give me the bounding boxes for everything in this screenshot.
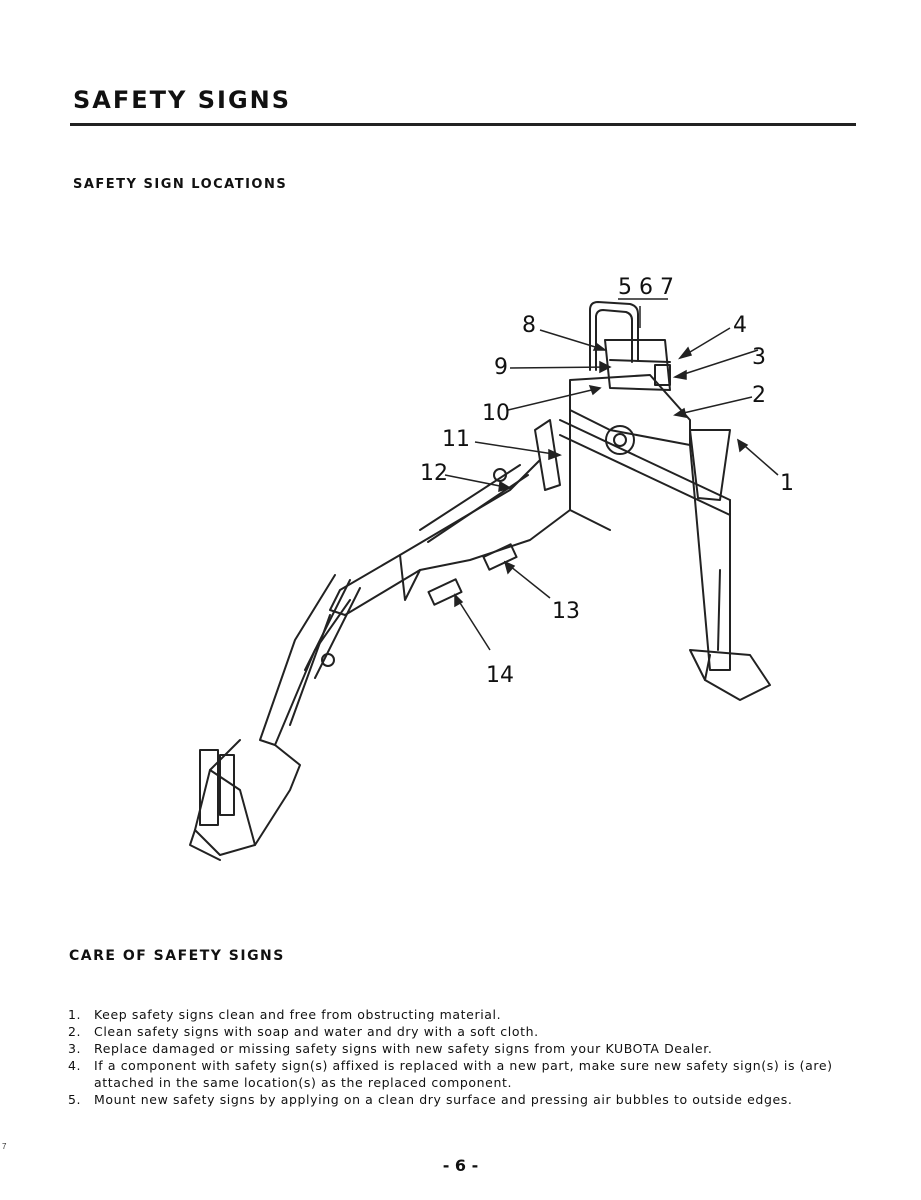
bucket [194,739,301,856]
list-item-number: 4. [68,1058,82,1073]
callout-3: 3 [752,345,766,370]
title-rule [70,123,856,126]
callout-9: 9 [494,355,508,380]
callout-12: 12 [420,461,448,486]
boom-sign-14 [427,578,463,606]
margin-mark: 7 [2,1142,7,1151]
backhoe-diagram: 5 6 7 8 4 9 3 2 10 11 1 12 13 14 [189,275,794,861]
dipperstick [259,574,351,746]
stabilizer-pad [689,649,771,701]
page-title: SAFETY SIGNS [73,86,292,114]
list-item: 4. If a component with safety sign(s) af… [68,1057,868,1091]
list-item: 1. Keep safety signs clean and free from… [68,1006,868,1023]
list-item-text: Keep safety signs clean and free from ob… [94,1007,502,1022]
right-stabilizer [689,429,731,501]
list-item-text: Clean safety signs with soap and water a… [94,1024,539,1039]
left-stabilizer [534,419,561,491]
list-item-number: 3. [68,1041,82,1056]
boom-sign-13 [482,543,518,571]
list-item-text: If a component with safety sign(s) affix… [94,1058,833,1090]
list-item: 5. Mount new safety signs by applying on… [68,1091,868,1108]
list-item-text: Mount new safety signs by applying on a … [94,1092,793,1107]
list-item-number: 5. [68,1092,82,1107]
callout-14: 14 [486,663,514,688]
callout-2: 2 [752,383,766,408]
control-box [604,339,671,391]
callout-13: 13 [552,599,580,624]
callout-5-6-7: 5 6 7 [618,275,674,300]
list-item-text: Replace damaged or missing safety signs … [94,1041,713,1056]
callout-4: 4 [733,313,747,338]
control-handle [589,301,639,371]
callout-11: 11 [442,427,470,452]
care-instructions-list: 1. Keep safety signs clean and free from… [68,1006,868,1108]
callout-10: 10 [482,401,510,426]
callout-8: 8 [522,313,536,338]
list-item-number: 1. [68,1007,82,1022]
list-item-number: 2. [68,1024,82,1039]
list-item: 3. Replace damaged or missing safety sig… [68,1040,868,1057]
main-frame [569,374,691,446]
safety-sign-locations-heading: SAFETY SIGN LOCATIONS [73,177,288,192]
callout-1: 1 [780,471,794,496]
care-of-safety-signs-heading: CARE OF SAFETY SIGNS [69,948,285,964]
page-number: - 6 - [442,1156,479,1175]
boom [329,459,571,616]
list-item: 2. Clean safety signs with soap and wate… [68,1023,868,1040]
